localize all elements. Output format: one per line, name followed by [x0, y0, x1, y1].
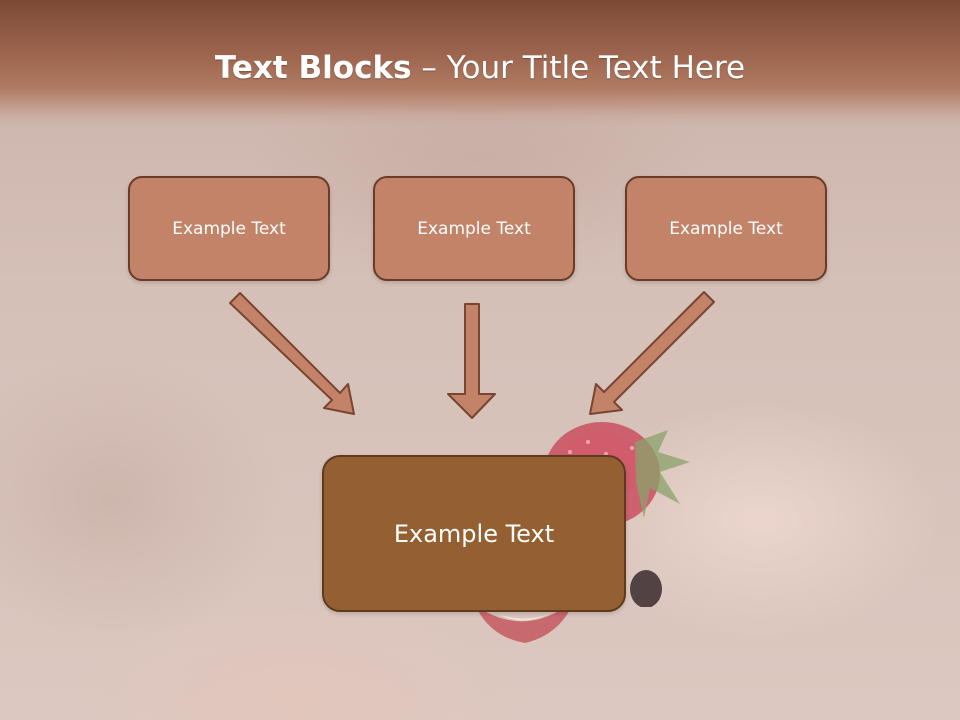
slide-title: Text Blocks – Your Title Text Here	[0, 50, 960, 86]
title-bold: Text Blocks	[214, 50, 412, 86]
main-text-block[interactable]: Example Text	[322, 455, 626, 612]
text-block-3[interactable]: Example Text	[625, 176, 827, 281]
lips-image	[475, 600, 575, 643]
text-block-1[interactable]: Example Text	[128, 176, 330, 281]
main-text-block-label: Example Text	[393, 519, 555, 548]
title-rest: – Your Title Text Here	[411, 50, 746, 86]
title-band	[0, 0, 960, 126]
text-block-2[interactable]: Example Text	[373, 176, 575, 281]
text-block-2-label: Example Text	[417, 218, 531, 239]
text-block-1-label: Example Text	[172, 218, 286, 239]
text-block-3-label: Example Text	[669, 218, 783, 239]
fingernail-image	[630, 570, 662, 607]
